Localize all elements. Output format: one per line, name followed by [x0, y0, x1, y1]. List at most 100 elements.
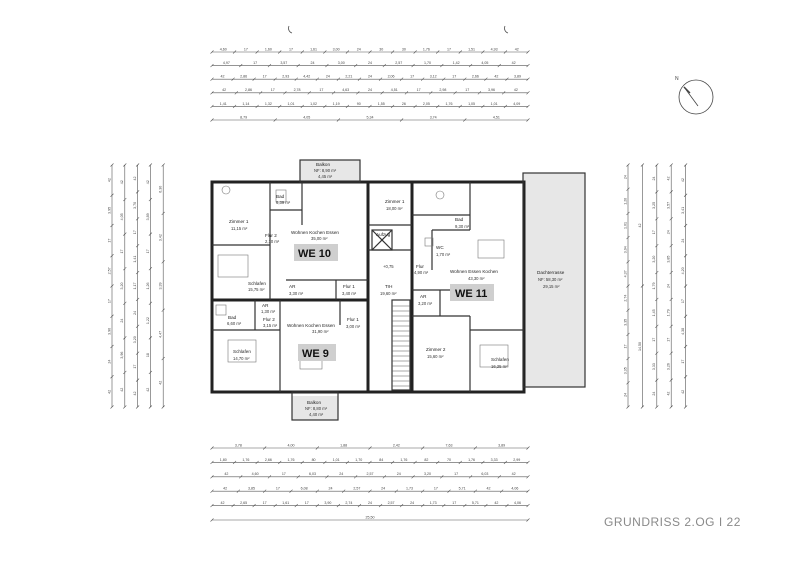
dimension-label: 3,95 [107, 207, 111, 214]
dimension-label: 1,26 [146, 283, 150, 290]
dimension-label: 24 [326, 75, 330, 79]
room-area: 31,90 m² [312, 329, 329, 334]
dimension-tick [353, 63, 358, 68]
dimension-label: 42 [512, 61, 516, 65]
dachterrasse-area [523, 173, 585, 387]
dimension-tick [262, 489, 267, 493]
dimension-tick [669, 297, 673, 302]
dimension-label: 42 [222, 88, 226, 92]
dimension-label: 42 [638, 224, 642, 228]
dimension-label: 42 [512, 472, 516, 476]
dimension-tick [135, 405, 140, 409]
dimension-tick [210, 118, 214, 122]
dimension-tick [669, 324, 673, 329]
dimension-tick [161, 405, 165, 409]
dimension-tick [123, 301, 127, 305]
dimension-tick [655, 217, 659, 221]
dimension-tick [135, 190, 140, 194]
dimension-label: 42 [681, 178, 685, 182]
dimension-tick [296, 475, 300, 479]
dimension-label: 17 [319, 88, 323, 92]
dimension-label: 24 [623, 393, 627, 397]
dimension-tick [110, 254, 114, 258]
dimension-tick [135, 297, 140, 302]
room-area: 3,15 m² [263, 323, 278, 328]
dimension-label: 17 [120, 249, 124, 253]
dimension-label: 2,57 [388, 501, 395, 505]
dimension-tick [307, 91, 311, 95]
dimension-tick [669, 217, 673, 221]
room-area: NF: 58,30 m² [538, 277, 563, 282]
dimension-tick [655, 405, 659, 409]
dimension-tick [368, 50, 372, 54]
dimension-label: 4,37 [623, 270, 627, 277]
dimension-label: 42 [667, 392, 671, 396]
dimension-tick [258, 91, 263, 95]
dimension-label: 1,55 [378, 102, 385, 106]
room-name: Dachterrasse [537, 270, 565, 275]
dimension-tick [368, 446, 372, 450]
dimension-tick [267, 475, 272, 479]
room-name: Balkon [316, 162, 330, 167]
dimension-tick [503, 460, 508, 465]
dimension-tick [399, 503, 404, 508]
room-name: Aufzug [376, 232, 391, 237]
dimension-label: 3,26 [667, 363, 671, 370]
unit-badge-we11: WE 11 [450, 284, 494, 301]
room-area: 29,15 m² [543, 284, 560, 289]
room-area: 43,30 m² [468, 276, 485, 281]
dimension-tick [300, 50, 304, 54]
dimension-tick [669, 243, 673, 248]
dimension-tick [505, 503, 509, 508]
dimension-label: 4,05 [303, 115, 310, 119]
room-name: Flur 1 [347, 317, 359, 322]
room-name: Zimmer 1 [385, 199, 405, 204]
room-area: NF: 8,90 m² [314, 168, 337, 173]
dimension-label: 7,63 [446, 443, 453, 447]
section-marker-right-icon [504, 25, 509, 34]
dimension-tick [501, 91, 506, 95]
dimension-label: 3,85 [667, 256, 671, 263]
dimension-tick [420, 489, 425, 493]
dimension-tick [315, 446, 320, 450]
dimension-tick [148, 405, 153, 409]
dimension-tick [210, 518, 214, 522]
dimension-tick [123, 232, 127, 236]
dimension-label: 42 [667, 176, 671, 180]
room-name: Bad [228, 315, 237, 320]
dimension-tick [210, 446, 214, 450]
dimension-label: 1,42 [453, 61, 460, 65]
dimension-label: 1,02 [310, 102, 317, 106]
dimension-tick [420, 446, 425, 450]
dimension-label: 17 [452, 501, 456, 505]
dimension-tick [278, 104, 282, 109]
dimension-label: 42 [159, 381, 163, 385]
dimension-tick [123, 267, 127, 271]
unit-label: WE 9 [302, 348, 329, 360]
dimension-tick [255, 104, 259, 109]
dimension-tick [315, 77, 320, 81]
dimension-label: 42 [494, 75, 498, 79]
dimension-label: 1,60 [265, 47, 272, 51]
dimension-label: 6,30 [159, 186, 163, 193]
dimension-tick [399, 118, 404, 122]
dimension-tick [526, 475, 530, 479]
dimension-label: 3,20 [424, 472, 431, 476]
dimension-tick [626, 308, 630, 312]
dimension-label: 17 [263, 501, 267, 505]
dimension-label: 3,89 [146, 213, 150, 220]
dimension-tick [239, 63, 243, 68]
room-name: Zimmer 2 [426, 347, 446, 352]
dimension-label: 84 [379, 458, 383, 462]
dimension-label: 17 [244, 47, 248, 51]
dimension-tick [289, 489, 293, 493]
room-name: Wohnen Essen Kochen [450, 269, 498, 274]
room-name: Schlafen [491, 357, 509, 362]
dimension-label: 14,50 [638, 342, 642, 351]
dimension-tick [669, 270, 673, 275]
dimension-tick [300, 460, 304, 465]
dimension-tick [368, 489, 372, 493]
dimension-tick [399, 77, 404, 81]
dimension-label: 6,03 [309, 472, 316, 476]
dimension-tick [232, 460, 237, 465]
